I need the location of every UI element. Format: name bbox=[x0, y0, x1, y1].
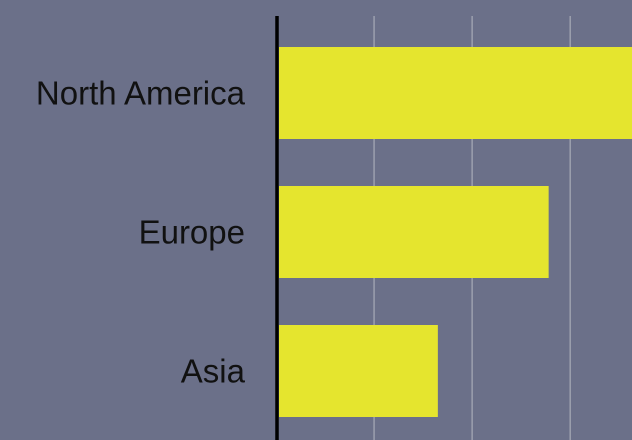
bar-1 bbox=[279, 186, 549, 278]
category-label-2: Asia bbox=[181, 353, 246, 390]
bar-2 bbox=[279, 325, 438, 417]
bar-0 bbox=[279, 47, 632, 139]
category-label-1: Europe bbox=[139, 214, 245, 251]
category-label-0: North America bbox=[36, 75, 246, 112]
